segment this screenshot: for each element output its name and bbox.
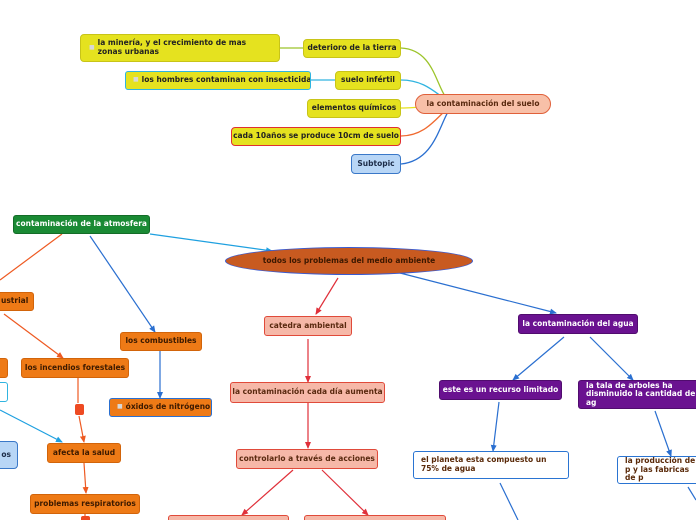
node-partial-blue[interactable]: os xyxy=(0,441,18,469)
node-atmos-root[interactable]: contaminación de la atmosfera xyxy=(13,215,150,234)
node-respiratorios[interactable]: problemas respiratorios xyxy=(30,494,140,514)
node-todos[interactable]: todos los problemas del medio ambiente xyxy=(225,247,473,275)
node-controlarlo[interactable]: controlarlo a través de acciones xyxy=(236,449,378,469)
link-controlarlo-left xyxy=(241,469,294,516)
node-small-square-bottom[interactable] xyxy=(81,516,90,520)
node-deterioro[interactable]: deterioro de la tierra xyxy=(303,39,401,58)
link-sq-salud xyxy=(78,415,86,443)
node-controlarlo-left-child[interactable] xyxy=(168,515,289,520)
link-tala-produccion xyxy=(654,410,672,457)
node-produccion[interactable]: la producción de p y las fabricas de p xyxy=(617,456,696,484)
link-controlarlo-right xyxy=(321,469,369,516)
node-salud[interactable]: afecta la salud xyxy=(47,443,121,463)
link-industrial-incendios xyxy=(3,313,64,359)
node-soil-root[interactable]: la contaminación del suelo xyxy=(415,94,551,114)
node-insecticidas[interactable]: los hombres contaminan con insecticidas xyxy=(125,71,311,90)
node-recurso[interactable]: este es un recurso limitado xyxy=(439,380,562,400)
link-todos-catedra xyxy=(315,277,339,315)
node-aumenta[interactable]: la contaminación cada día aumenta xyxy=(230,382,385,403)
node-small-square[interactable] xyxy=(75,404,84,415)
link-agua-tala xyxy=(589,336,634,381)
node-catedra[interactable]: catedra ambiental xyxy=(264,316,352,336)
node-partial-blue-label: os xyxy=(1,449,11,459)
link-produccion-down xyxy=(687,486,696,501)
link-planeta-down xyxy=(499,482,519,520)
node-tala[interactable]: la tala de arboles ha disminuido la cant… xyxy=(578,380,696,409)
node-oxidos-label: óxidos de nitrógeno xyxy=(125,402,211,412)
node-oxidos[interactable]: óxidos de nitrógeno xyxy=(109,398,212,417)
node-partial-orange[interactable] xyxy=(0,358,8,378)
link-atmos-todos xyxy=(149,233,273,254)
node-mineria-label: la minería, y el crecimiento de mas zona… xyxy=(97,38,247,56)
link-salud-respiratorios xyxy=(82,462,89,494)
node-industrial[interactable]: ustrial xyxy=(0,292,34,311)
node-combustibles[interactable]: los combustibles xyxy=(120,332,202,351)
link-atmos-industrial xyxy=(0,233,63,281)
node-agua-root[interactable]: la contaminación del agua xyxy=(518,314,638,334)
node-planeta[interactable]: el planeta esta compuesto un 75% de agua xyxy=(413,451,569,479)
node-incendios[interactable]: los incendios forestales xyxy=(21,358,129,378)
link-left-salud xyxy=(0,409,63,443)
node-mineria[interactable]: la minería, y el crecimiento de mas zona… xyxy=(80,34,280,62)
node-controlarlo-right-child[interactable] xyxy=(304,515,446,520)
link-agua-recurso xyxy=(512,336,565,381)
node-partial-white[interactable] xyxy=(0,382,8,402)
link-recurso-planeta xyxy=(490,401,500,452)
node-quimicos[interactable]: elementos químicos xyxy=(307,99,401,118)
node-infertil[interactable]: suelo infértil xyxy=(335,71,401,90)
node-cada10[interactable]: cada 10años se produce 10cm de suelo xyxy=(231,127,401,146)
node-insecticidas-label: los hombres contaminan con insecticidas xyxy=(141,75,311,85)
node-subtopic[interactable]: Subtopic xyxy=(351,154,401,174)
link-todos-agua xyxy=(399,272,557,315)
link-atmos-combustibles xyxy=(89,235,156,333)
